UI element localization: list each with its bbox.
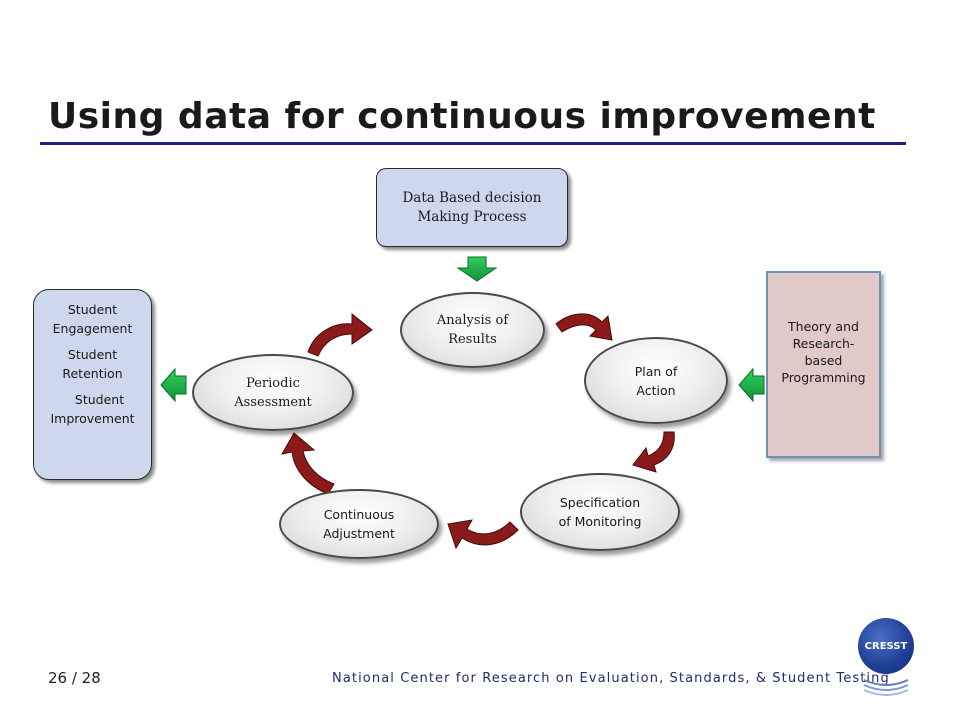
curved-arrow-icon-plan-spec bbox=[632, 431, 675, 473]
outcome-engagement: Student Engagement bbox=[53, 300, 133, 338]
outcome-engagement-line2: Engagement bbox=[52, 321, 133, 336]
analysis-line1: Analysis of bbox=[436, 313, 509, 328]
outcome-improvement-line2: Improvement bbox=[50, 411, 135, 426]
continuous-line2: Adjustment bbox=[323, 526, 395, 541]
student-outcomes-box: Student Engagement Student Retention Stu… bbox=[33, 289, 152, 480]
right-box-line3: based bbox=[804, 353, 843, 368]
cresst-logo-icon: CRESST bbox=[858, 618, 914, 674]
logo-swoosh-icon bbox=[863, 679, 909, 696]
plan-line2: Action bbox=[636, 382, 676, 398]
slide-title: Using data for continuous improvement bbox=[48, 96, 876, 137]
specification-line1: Specification bbox=[559, 495, 641, 510]
green-down-arrow-icon bbox=[456, 256, 498, 282]
curved-arrow-icon-continuous-periodic bbox=[281, 432, 335, 495]
outcome-improvement: Student Improvement bbox=[50, 390, 134, 428]
right-box-line1: Theory and bbox=[788, 319, 859, 334]
outcome-improvement-line1: Student bbox=[74, 392, 125, 407]
title-underline bbox=[40, 142, 906, 145]
green-left-arrow-icon-theory bbox=[738, 367, 765, 403]
theory-research-box: Theory and Research- based Programming bbox=[766, 271, 881, 458]
right-box-line4: Programming bbox=[781, 370, 866, 385]
curved-arrow-icon-analysis-plan bbox=[555, 313, 613, 341]
outcome-retention: Student Retention bbox=[62, 345, 122, 383]
analysis-line2: Results bbox=[448, 332, 497, 347]
page-number: 26 / 28 bbox=[48, 669, 101, 687]
continuous-adjustment-node: Continuous Adjustment bbox=[279, 489, 439, 559]
logo-text: CRESST bbox=[864, 640, 908, 652]
outcome-engagement-line1: Student bbox=[67, 302, 118, 317]
right-box-line2: Research- bbox=[792, 336, 855, 351]
footer-organization: National Center for Research on Evaluati… bbox=[332, 671, 890, 686]
continuous-line1: Continuous bbox=[323, 507, 395, 522]
plan-line1: Plan of bbox=[634, 363, 678, 379]
outcome-retention-line2: Retention bbox=[62, 366, 123, 381]
curved-arrow-icon-spec-continuous bbox=[447, 519, 519, 550]
data-based-decision-box: Data Based decision Making Process bbox=[376, 168, 568, 247]
analysis-of-results-node: Analysis of Results bbox=[400, 292, 545, 368]
outcome-retention-line1: Student bbox=[67, 347, 118, 362]
periodic-line1: Periodic bbox=[246, 375, 300, 391]
top-box-line1: Data Based decision bbox=[402, 189, 542, 206]
specification-of-monitoring-node: Specification of Monitoring bbox=[520, 473, 680, 551]
specification-line2: of Monitoring bbox=[558, 514, 642, 529]
curved-arrow-icon-periodic-analysis bbox=[307, 312, 373, 357]
top-box-line2: Making Process bbox=[417, 208, 527, 225]
green-left-arrow-icon-outcomes bbox=[160, 367, 187, 403]
plan-of-action-node: Plan of Action bbox=[584, 337, 728, 424]
periodic-line2: Assessment bbox=[234, 394, 312, 410]
periodic-assessment-node: Periodic Assessment bbox=[192, 354, 354, 431]
